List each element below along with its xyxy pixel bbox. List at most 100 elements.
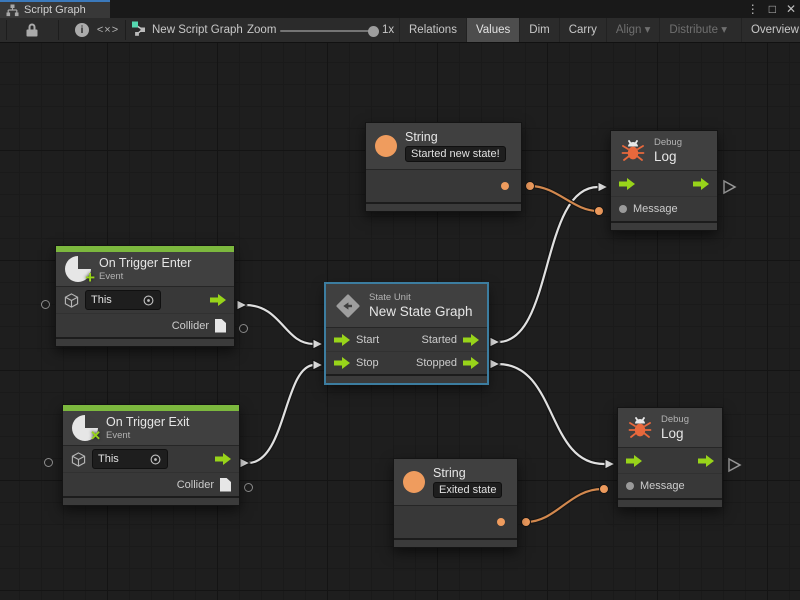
- unconnected-value-port[interactable]: [44, 458, 53, 467]
- flow-in-port[interactable]: [626, 454, 642, 467]
- graph-toolbar: i <×> New Script Graph Zoom 1x Relations…: [0, 18, 800, 43]
- node-subtitle: Debug: [654, 137, 682, 148]
- event-accent-bar: [63, 405, 239, 411]
- zoom-slider-handle[interactable]: [368, 25, 379, 37]
- flow-out-port[interactable]: [693, 177, 709, 190]
- script-graph-icon: [6, 4, 19, 16]
- gameobject-cube-icon: [64, 292, 79, 308]
- tab-title: Script Graph: [24, 4, 86, 16]
- flow-out-port-stopped[interactable]: [463, 357, 479, 369]
- target-field-value: This: [98, 453, 119, 465]
- overview-button[interactable]: Overview: [740, 18, 800, 42]
- string-output-port[interactable]: [497, 518, 505, 526]
- distribute-label: Distribute: [669, 24, 718, 36]
- chevron-down-icon: ▾: [644, 24, 651, 36]
- flow-in-port-start[interactable]: [334, 333, 350, 346]
- debug-bug-icon: [628, 416, 652, 438]
- flow-in-port-stop[interactable]: [334, 357, 350, 369]
- dim-button[interactable]: Dim: [519, 18, 558, 42]
- flow-out-port[interactable]: [698, 454, 714, 467]
- distribute-dropdown[interactable]: Distribute ▾: [659, 18, 736, 42]
- lock-icon[interactable]: [26, 23, 38, 37]
- node-footer: [56, 337, 234, 346]
- toolbar-separator: [6, 20, 7, 40]
- start-port-label: Start: [356, 333, 380, 346]
- node-debug-log-top[interactable]: Debug Log Message: [610, 130, 718, 231]
- event-accent-bar: [56, 246, 234, 252]
- tab-bar: Script Graph ⋮ □ ✕: [0, 0, 800, 18]
- target-field[interactable]: This: [92, 449, 168, 469]
- node-footer: [618, 498, 722, 507]
- string-value-field[interactable]: Exited state: [433, 482, 503, 498]
- node-string-exited[interactable]: String Exited state: [393, 458, 518, 548]
- values-button[interactable]: Values: [465, 18, 520, 42]
- maximize-icon[interactable]: □: [768, 2, 776, 16]
- toolbar-button-group: Relations Values Dim Carry Align ▾ Distr…: [399, 18, 800, 42]
- zoom-label: Zoom: [247, 24, 277, 36]
- message-input-port[interactable]: [619, 205, 627, 213]
- zoom-slider[interactable]: [280, 25, 379, 37]
- node-footer: [366, 202, 521, 211]
- carry-button[interactable]: Carry: [558, 18, 606, 42]
- cross-icon: ✕: [90, 428, 101, 443]
- node-subtitle: Event: [106, 430, 131, 441]
- window-menu-icon[interactable]: ⋮: [746, 2, 759, 16]
- debug-bug-icon: [621, 139, 645, 161]
- node-on-trigger-exit[interactable]: ✕ On Trigger Exit Event This: [62, 404, 240, 506]
- node-footer: [394, 538, 517, 547]
- unconnected-value-port[interactable]: [41, 300, 50, 309]
- string-type-icon: [403, 471, 425, 493]
- state-unit-icon: [336, 294, 360, 317]
- string-output-port[interactable]: [501, 182, 509, 190]
- target-field[interactable]: This: [85, 290, 161, 310]
- message-port-label: Message: [640, 480, 685, 492]
- stopped-port-label: Stopped: [416, 357, 457, 369]
- close-icon[interactable]: ✕: [785, 2, 796, 16]
- gameobject-cube-icon: [71, 451, 86, 467]
- message-input-port[interactable]: [626, 482, 634, 490]
- info-icon[interactable]: i: [75, 23, 89, 37]
- flow-out-port-started[interactable]: [463, 333, 479, 346]
- stop-port-label: Stop: [356, 357, 379, 369]
- collider-port-label: Collider: [171, 319, 209, 332]
- node-title: Log: [661, 426, 684, 441]
- zoom-value: 1x: [382, 24, 395, 36]
- node-on-trigger-enter[interactable]: + On Trigger Enter Event This: [55, 245, 235, 347]
- string-type-icon: [375, 135, 397, 157]
- tab-script-graph[interactable]: Script Graph: [0, 0, 110, 18]
- target-field-value: This: [91, 294, 112, 306]
- node-state-unit[interactable]: State Unit New State Graph Start Started…: [325, 283, 488, 384]
- collider-type-icon: [220, 477, 231, 492]
- started-port-label: Started: [421, 333, 457, 346]
- flow-out-port[interactable]: [210, 294, 226, 306]
- graph-asset-icon: [132, 21, 147, 39]
- toolbar-separator: [58, 20, 59, 40]
- node-debug-log-bottom[interactable]: Debug Log Message: [617, 407, 723, 508]
- collider-type-icon: [215, 318, 226, 333]
- node-footer: [326, 374, 487, 383]
- collider-output-port[interactable]: [244, 483, 253, 492]
- node-title: Log: [654, 149, 677, 164]
- collider-port-label: Collider: [176, 478, 214, 491]
- collider-output-port[interactable]: [239, 324, 248, 333]
- node-title: On Trigger Exit: [106, 415, 190, 429]
- code-preview-icon[interactable]: <×>: [96, 24, 120, 36]
- node-string-started[interactable]: String Started new state!: [365, 122, 522, 212]
- node-title: New State Graph: [369, 304, 473, 319]
- node-title: String: [433, 466, 466, 480]
- toolbar-separator: [125, 20, 126, 40]
- align-dropdown[interactable]: Align ▾: [605, 18, 660, 42]
- on-trigger-enter-icon: +: [65, 256, 95, 287]
- object-picker-icon[interactable]: [142, 294, 155, 307]
- node-subtitle: Debug: [661, 414, 689, 425]
- node-footer: [611, 221, 717, 230]
- relations-button[interactable]: Relations: [399, 18, 466, 42]
- flow-in-port[interactable]: [619, 177, 635, 190]
- flow-out-port[interactable]: [215, 453, 231, 465]
- align-label: Align: [615, 24, 642, 36]
- string-value-field[interactable]: Started new state!: [405, 146, 506, 162]
- window-controls: ⋮ □ ✕: [747, 0, 796, 18]
- node-title: On Trigger Enter: [99, 256, 192, 270]
- object-picker-icon[interactable]: [149, 453, 162, 466]
